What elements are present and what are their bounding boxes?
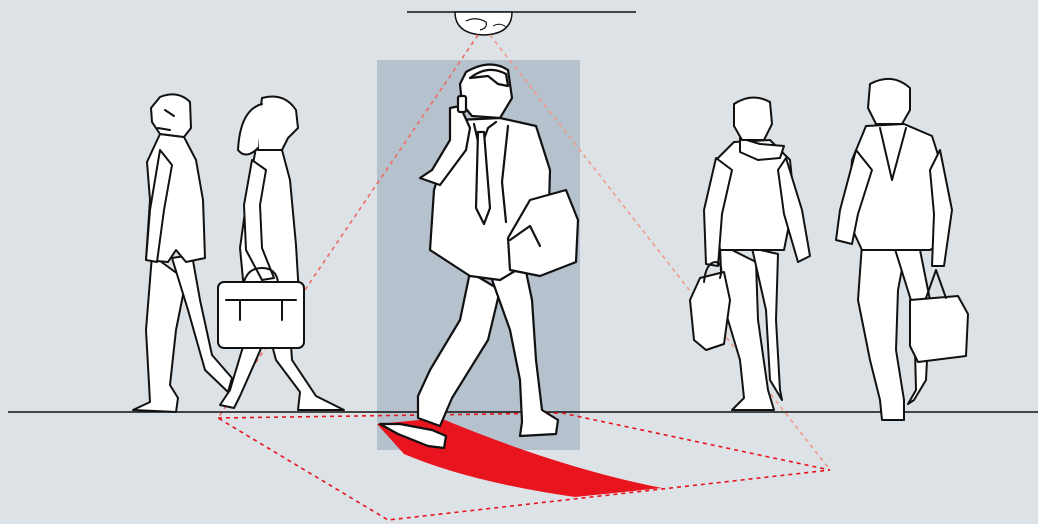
briefcase-icon [218,282,304,348]
suitcase-icon [910,296,968,362]
phone-icon [458,96,466,112]
